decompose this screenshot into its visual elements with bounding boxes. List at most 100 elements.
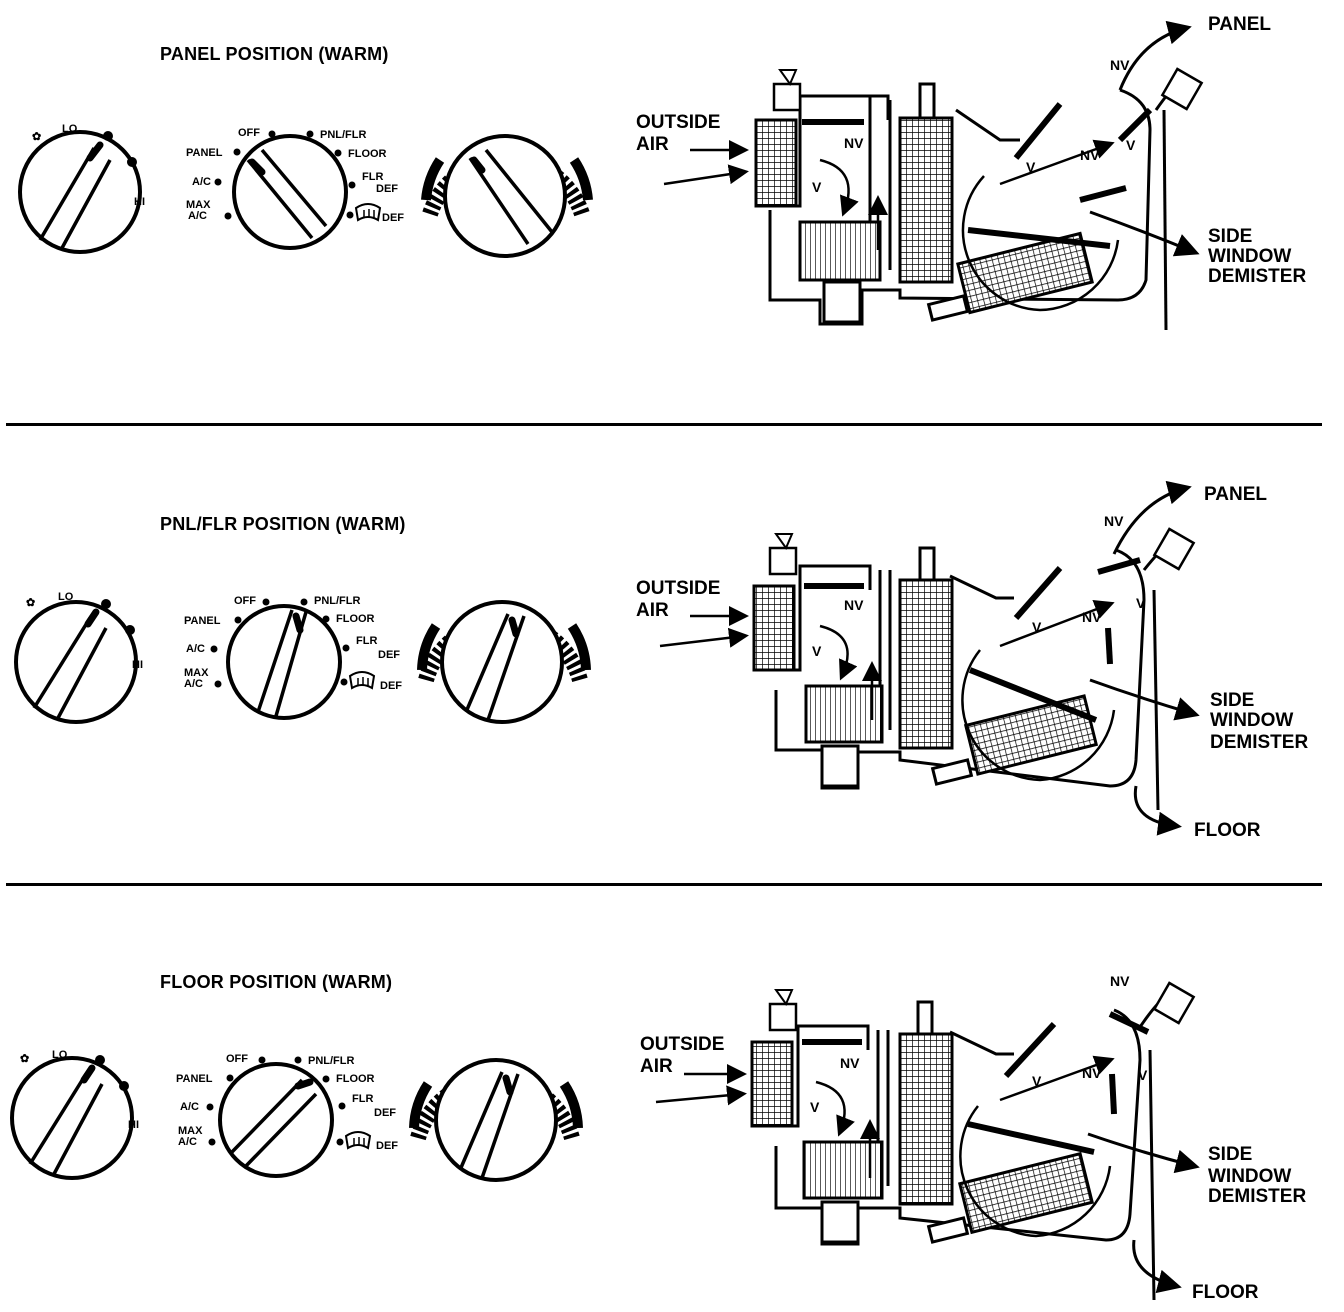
v-label: V [812, 643, 822, 659]
nv-label: NV [844, 135, 864, 151]
mode-flr-label: FLR [352, 1093, 373, 1105]
mode-dot [214, 680, 222, 688]
mode-dot [338, 1102, 346, 1110]
side-window-label-2: WINDOW [1208, 246, 1291, 267]
mode-dot [226, 1074, 234, 1082]
v-label: V [1136, 595, 1146, 611]
mode-dot [348, 181, 356, 189]
side-window-label: SIDE [1208, 1144, 1252, 1165]
blower-lo-label: LO [52, 1049, 68, 1061]
v-label: V [1138, 1067, 1148, 1083]
mode-max-ac-label: A/C [178, 1136, 197, 1148]
mode-knob[interactable] [218, 1062, 334, 1178]
mode-flrdef-label: DEF [376, 183, 398, 195]
mode-dot [224, 212, 232, 220]
outside-air-label: OUTSIDE [636, 578, 720, 599]
mode-flr-label: FLR [356, 635, 377, 647]
panel-position-section: PANEL POSITION (WARM) ✿ LO HI OFF PANEL … [0, 0, 1344, 420]
temperature-knob[interactable] [434, 1058, 558, 1182]
temperature-knob[interactable] [440, 600, 564, 724]
control-panel-graphic: ✿ LO HI OFF PANEL A/C MAX A/C PNL/FLR FL… [18, 123, 593, 258]
temperature-knob[interactable] [443, 134, 567, 258]
mode-dot [210, 645, 218, 653]
mode-dot [300, 598, 308, 606]
mode-dot [322, 615, 330, 623]
mode-dot [342, 644, 350, 652]
side-window-label-2: WINDOW [1208, 1166, 1291, 1187]
mode-ac-label: A/C [192, 176, 211, 188]
outside-air-filter [754, 118, 798, 208]
airflow-arrows [663, 20, 1200, 257]
outside-air-label-2: AIR [640, 1056, 673, 1077]
airflow-diagram: OUTSIDE AIR NV V NV NV V V SIDE WINDOW D… [640, 973, 1306, 1303]
svg-text:✿: ✿ [32, 131, 41, 143]
mode-flr-label: FLR [362, 171, 383, 183]
airflow-diagram: OUTSIDE AIR NV V NV NV V V PANEL SIDE WI… [636, 14, 1306, 331]
control-panel-graphic: ✿ LO HI OFF PANEL A/C MAX A/C PNL/FLR FL… [14, 591, 591, 724]
side-window-label: SIDE [1208, 226, 1252, 247]
mode-dot [346, 211, 354, 219]
blower-motor [820, 1200, 860, 1244]
vacuum-motor [1160, 67, 1204, 111]
blower-motor [822, 280, 862, 324]
mode-off-label: OFF [238, 127, 260, 139]
heater-core [926, 1151, 1095, 1244]
blower-knob[interactable] [18, 130, 142, 254]
mode-max-label: MAX [178, 1125, 203, 1137]
defrost-icon [344, 1131, 372, 1150]
blend-door-arc [961, 649, 1116, 782]
mode-knob[interactable] [226, 604, 342, 720]
blower-detent-dot [95, 1055, 105, 1065]
outside-air-filter [750, 1040, 794, 1128]
mode-pnlflr-label: PNL/FLR [314, 595, 360, 607]
section-divider [6, 883, 1322, 886]
mode-dot [262, 598, 270, 606]
vacuum-motor [768, 989, 798, 1032]
mode-max-label: MAX [186, 199, 211, 211]
panel-outlet-label: PANEL [1208, 14, 1271, 35]
mode-doors [1003, 1011, 1150, 1115]
temperature-scale [417, 613, 591, 683]
temperature-scale [409, 1071, 583, 1141]
mode-flrdef-label: DEF [378, 649, 400, 661]
outside-air-label-2: AIR [636, 600, 669, 621]
blower-knob[interactable] [14, 600, 138, 724]
blower-wheel [804, 684, 884, 744]
defrost-icon [348, 671, 376, 690]
mode-dot [206, 1103, 214, 1111]
nv-label: NV [1104, 513, 1124, 529]
blower-lo-label: LO [62, 123, 78, 135]
nv-label: NV [840, 1055, 860, 1071]
mode-knob[interactable] [232, 134, 348, 250]
evaporator-core [898, 116, 954, 284]
side-window-label-3: DEMISTER [1210, 732, 1308, 753]
blower-detent-dot [101, 599, 111, 609]
nv-label: NV [1110, 57, 1130, 73]
nv-label: NV [1110, 973, 1130, 989]
blower-detent-dot [127, 157, 137, 167]
blower-detent-dot [119, 1081, 129, 1091]
svg-text:✿: ✿ [26, 597, 35, 609]
blower-detent-dot [125, 625, 135, 635]
blend-door-arc [959, 1105, 1112, 1238]
fan-icon: ✿ [26, 597, 35, 609]
pnlflr-position-section: PNL/FLR POSITION (WARM) ✿ LO HI OFF PANE… [0, 430, 1344, 880]
side-window-label: SIDE [1210, 690, 1254, 711]
blower-knob[interactable] [10, 1056, 134, 1180]
mode-dot [214, 178, 222, 186]
svg-text:✿: ✿ [20, 1053, 29, 1065]
mode-dot [340, 678, 348, 686]
blower-wheel [798, 220, 882, 282]
vacuum-motor [1152, 527, 1196, 571]
vacuum-motor [1152, 981, 1196, 1025]
side-window-label-3: DEMISTER [1208, 1186, 1306, 1207]
mode-panel-label: PANEL [176, 1073, 213, 1085]
mode-max-ac-label: A/C [184, 678, 203, 690]
mode-ac-label: A/C [180, 1101, 199, 1113]
outside-air-label: OUTSIDE [640, 1034, 724, 1055]
mode-def-label: DEF [380, 680, 402, 692]
panel-outlet-label: PANEL [1204, 484, 1267, 505]
blower-motor [820, 744, 860, 788]
section-divider [6, 423, 1322, 426]
blower-hi-label: HI [132, 659, 143, 671]
